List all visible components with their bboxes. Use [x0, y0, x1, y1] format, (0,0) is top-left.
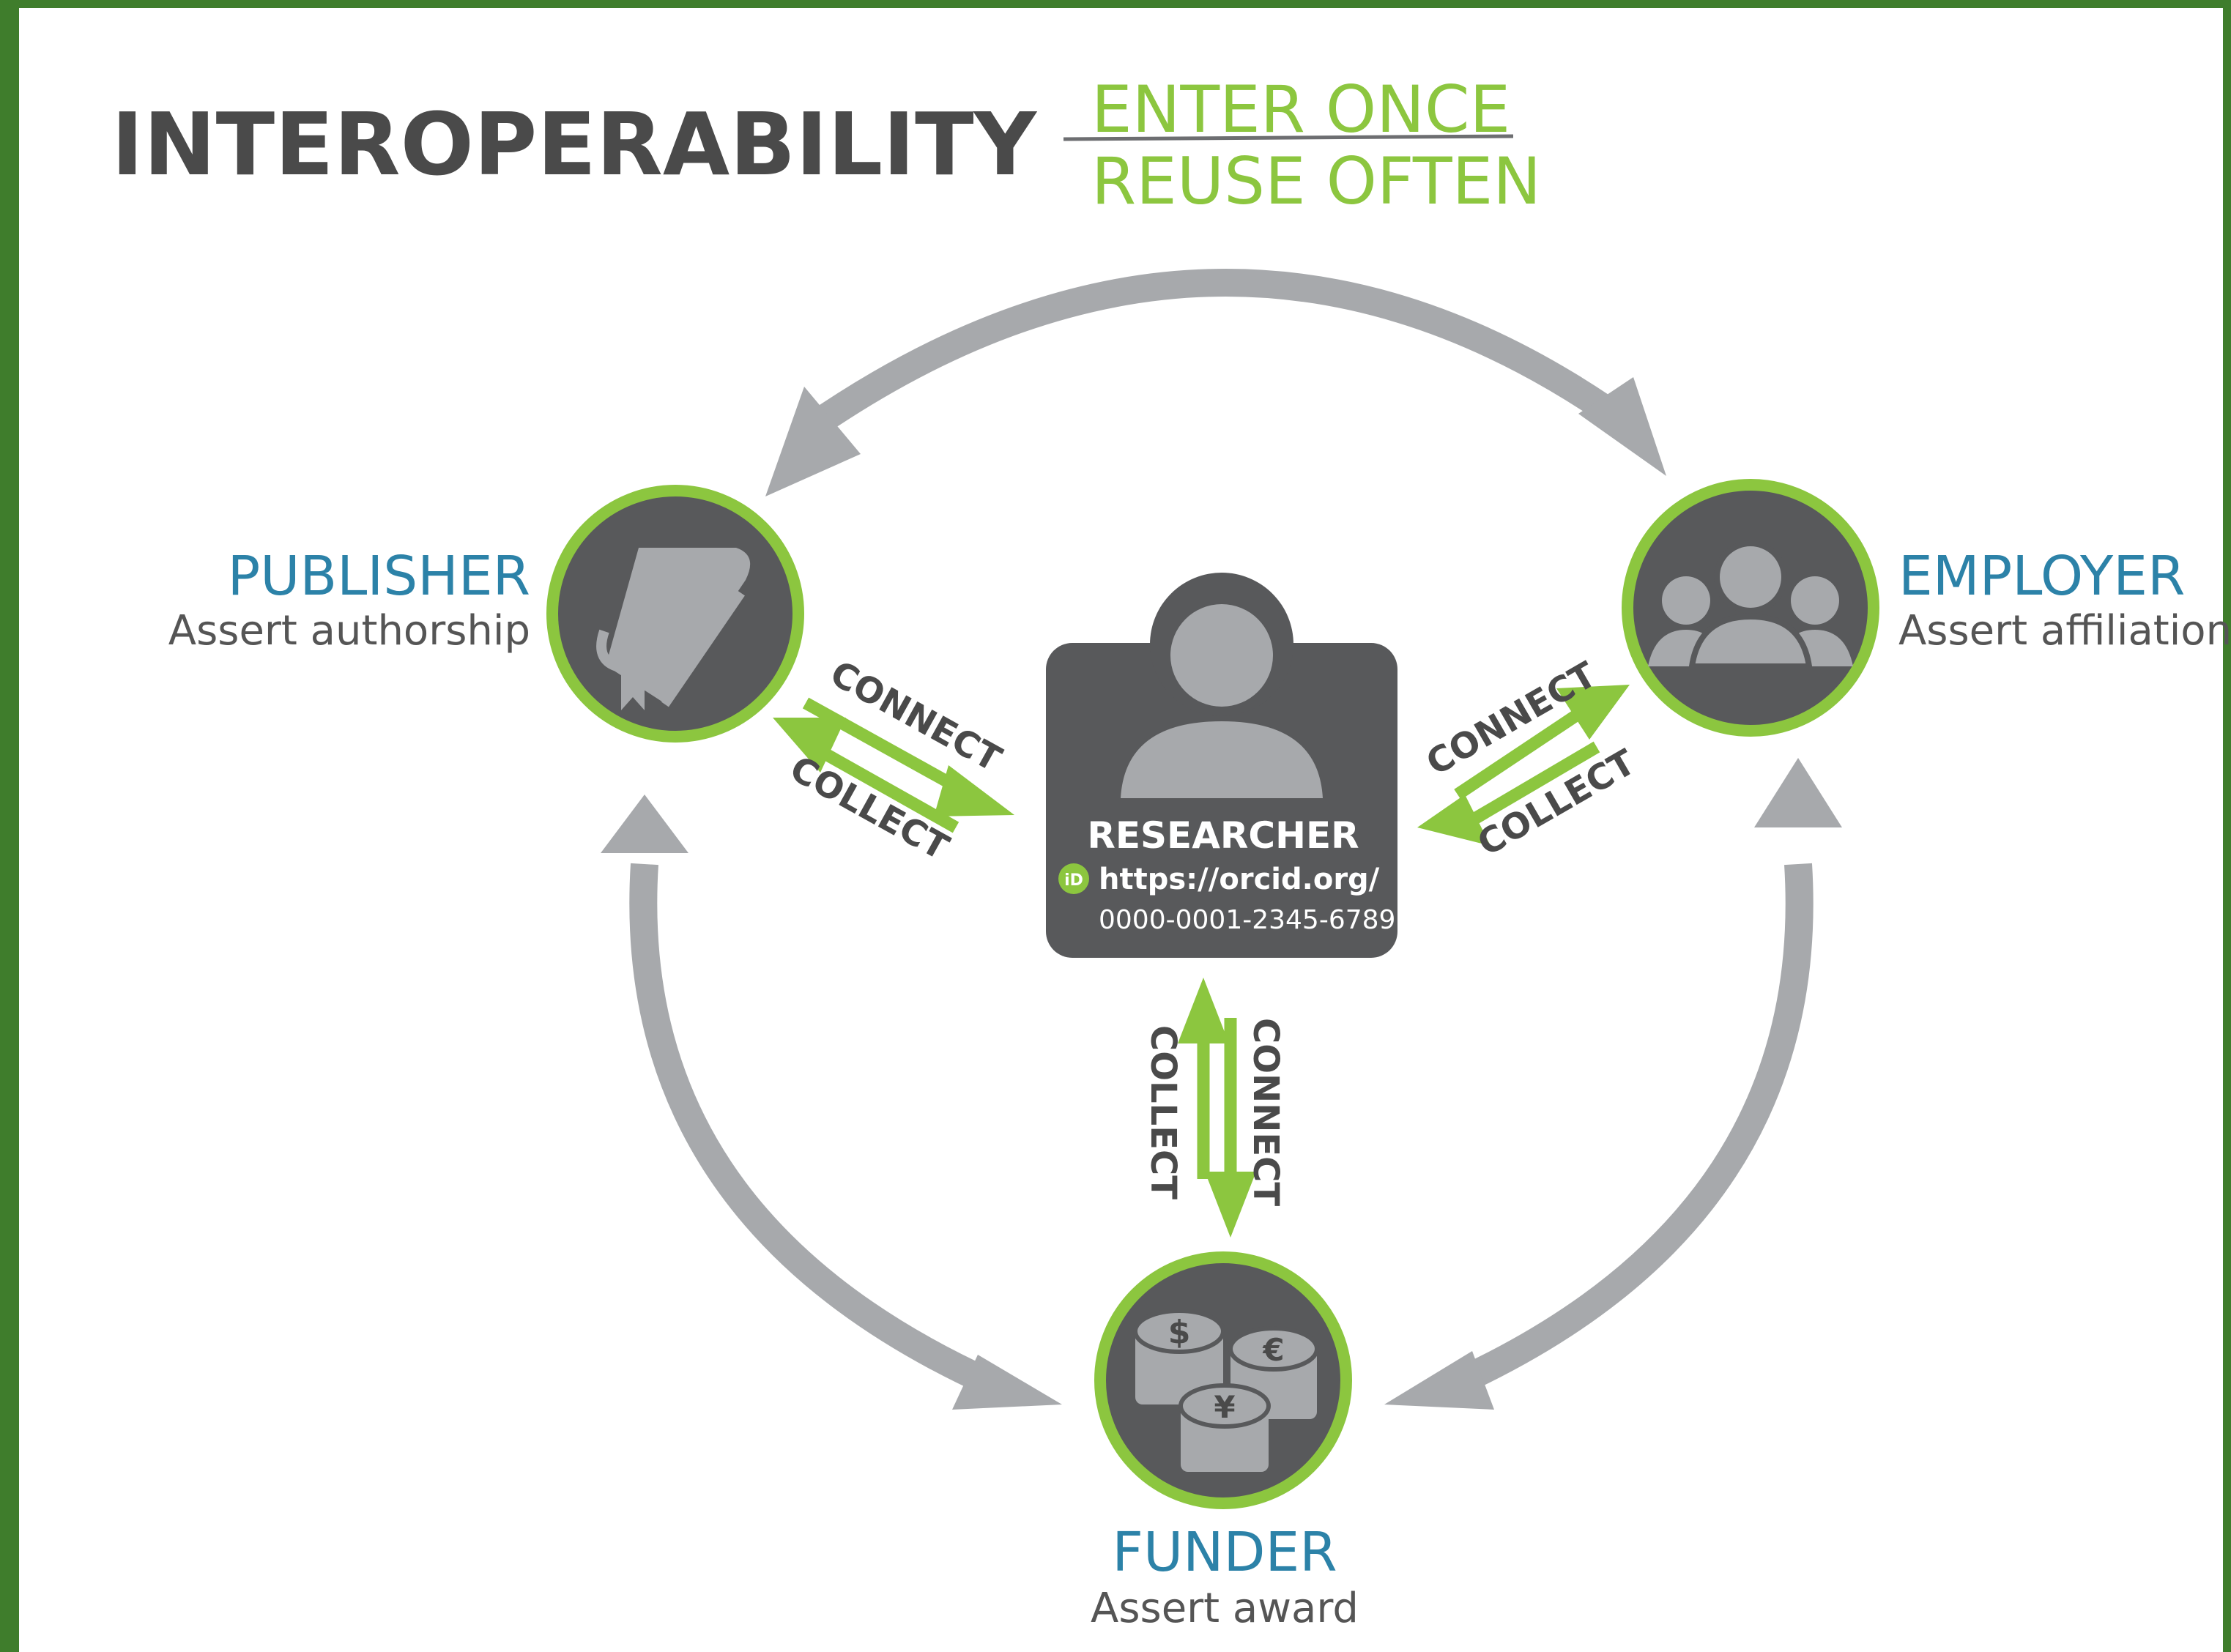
- orcid-badge-text: iD: [1064, 871, 1083, 890]
- tagline-bottom: REUSE OFTEN: [1091, 144, 1541, 219]
- researcher-url-line2: 0000-0001-2345-6789: [1099, 905, 1395, 935]
- yen-symbol: ¥: [1214, 1389, 1235, 1425]
- employer-connect-arrow: [1454, 685, 1630, 800]
- funder-title: FUNDER: [1112, 1521, 1337, 1584]
- researcher-url-line1: https://orcid.org/: [1099, 863, 1380, 896]
- employer-subtitle: Assert affiliation: [1898, 607, 2231, 655]
- right-cycle-arrow: [1384, 758, 1842, 1410]
- person-icon: [1121, 604, 1323, 798]
- funder-subtitle: Assert award: [1091, 1585, 1359, 1632]
- researcher-card: RESEARCHER iD https://orcid.org/ 0000-00…: [1046, 573, 1397, 958]
- publisher-node: [546, 485, 804, 743]
- employer-collect-arrow: [1417, 741, 1600, 846]
- employer-node: [1622, 479, 1879, 737]
- orcid-badge: [1058, 863, 1089, 894]
- people-icon: [1648, 540, 1853, 669]
- funder-connect-arrow: [1205, 1018, 1256, 1238]
- funder-collect-arrow: [1178, 978, 1229, 1179]
- dollar-symbol: $: [1168, 1314, 1191, 1351]
- funder-node: $ € ¥: [1094, 1251, 1352, 1509]
- page-title: INTEROPERABILITY: [111, 94, 1038, 195]
- tagline-top: ENTER ONCE: [1091, 72, 1510, 147]
- funder-connect-label: CONNECT: [1245, 1018, 1286, 1206]
- coins-icon: [1133, 1309, 1319, 1472]
- publisher-collect-arrow: [773, 718, 959, 833]
- euro-symbol: €: [1262, 1332, 1284, 1368]
- employer-title: EMPLOYER: [1898, 545, 2185, 608]
- tagline-divider: [1063, 134, 1514, 141]
- publisher-title: PUBLISHER: [228, 545, 530, 608]
- publisher-subtitle: Assert authorship: [168, 607, 530, 655]
- top-cycle-arrow: [765, 269, 1666, 496]
- researcher-title: RESEARCHER: [1087, 814, 1359, 857]
- left-cycle-arrow: [601, 795, 1062, 1410]
- book-icon: [596, 548, 751, 710]
- funder-collect-label: COLLECT: [1143, 1025, 1184, 1199]
